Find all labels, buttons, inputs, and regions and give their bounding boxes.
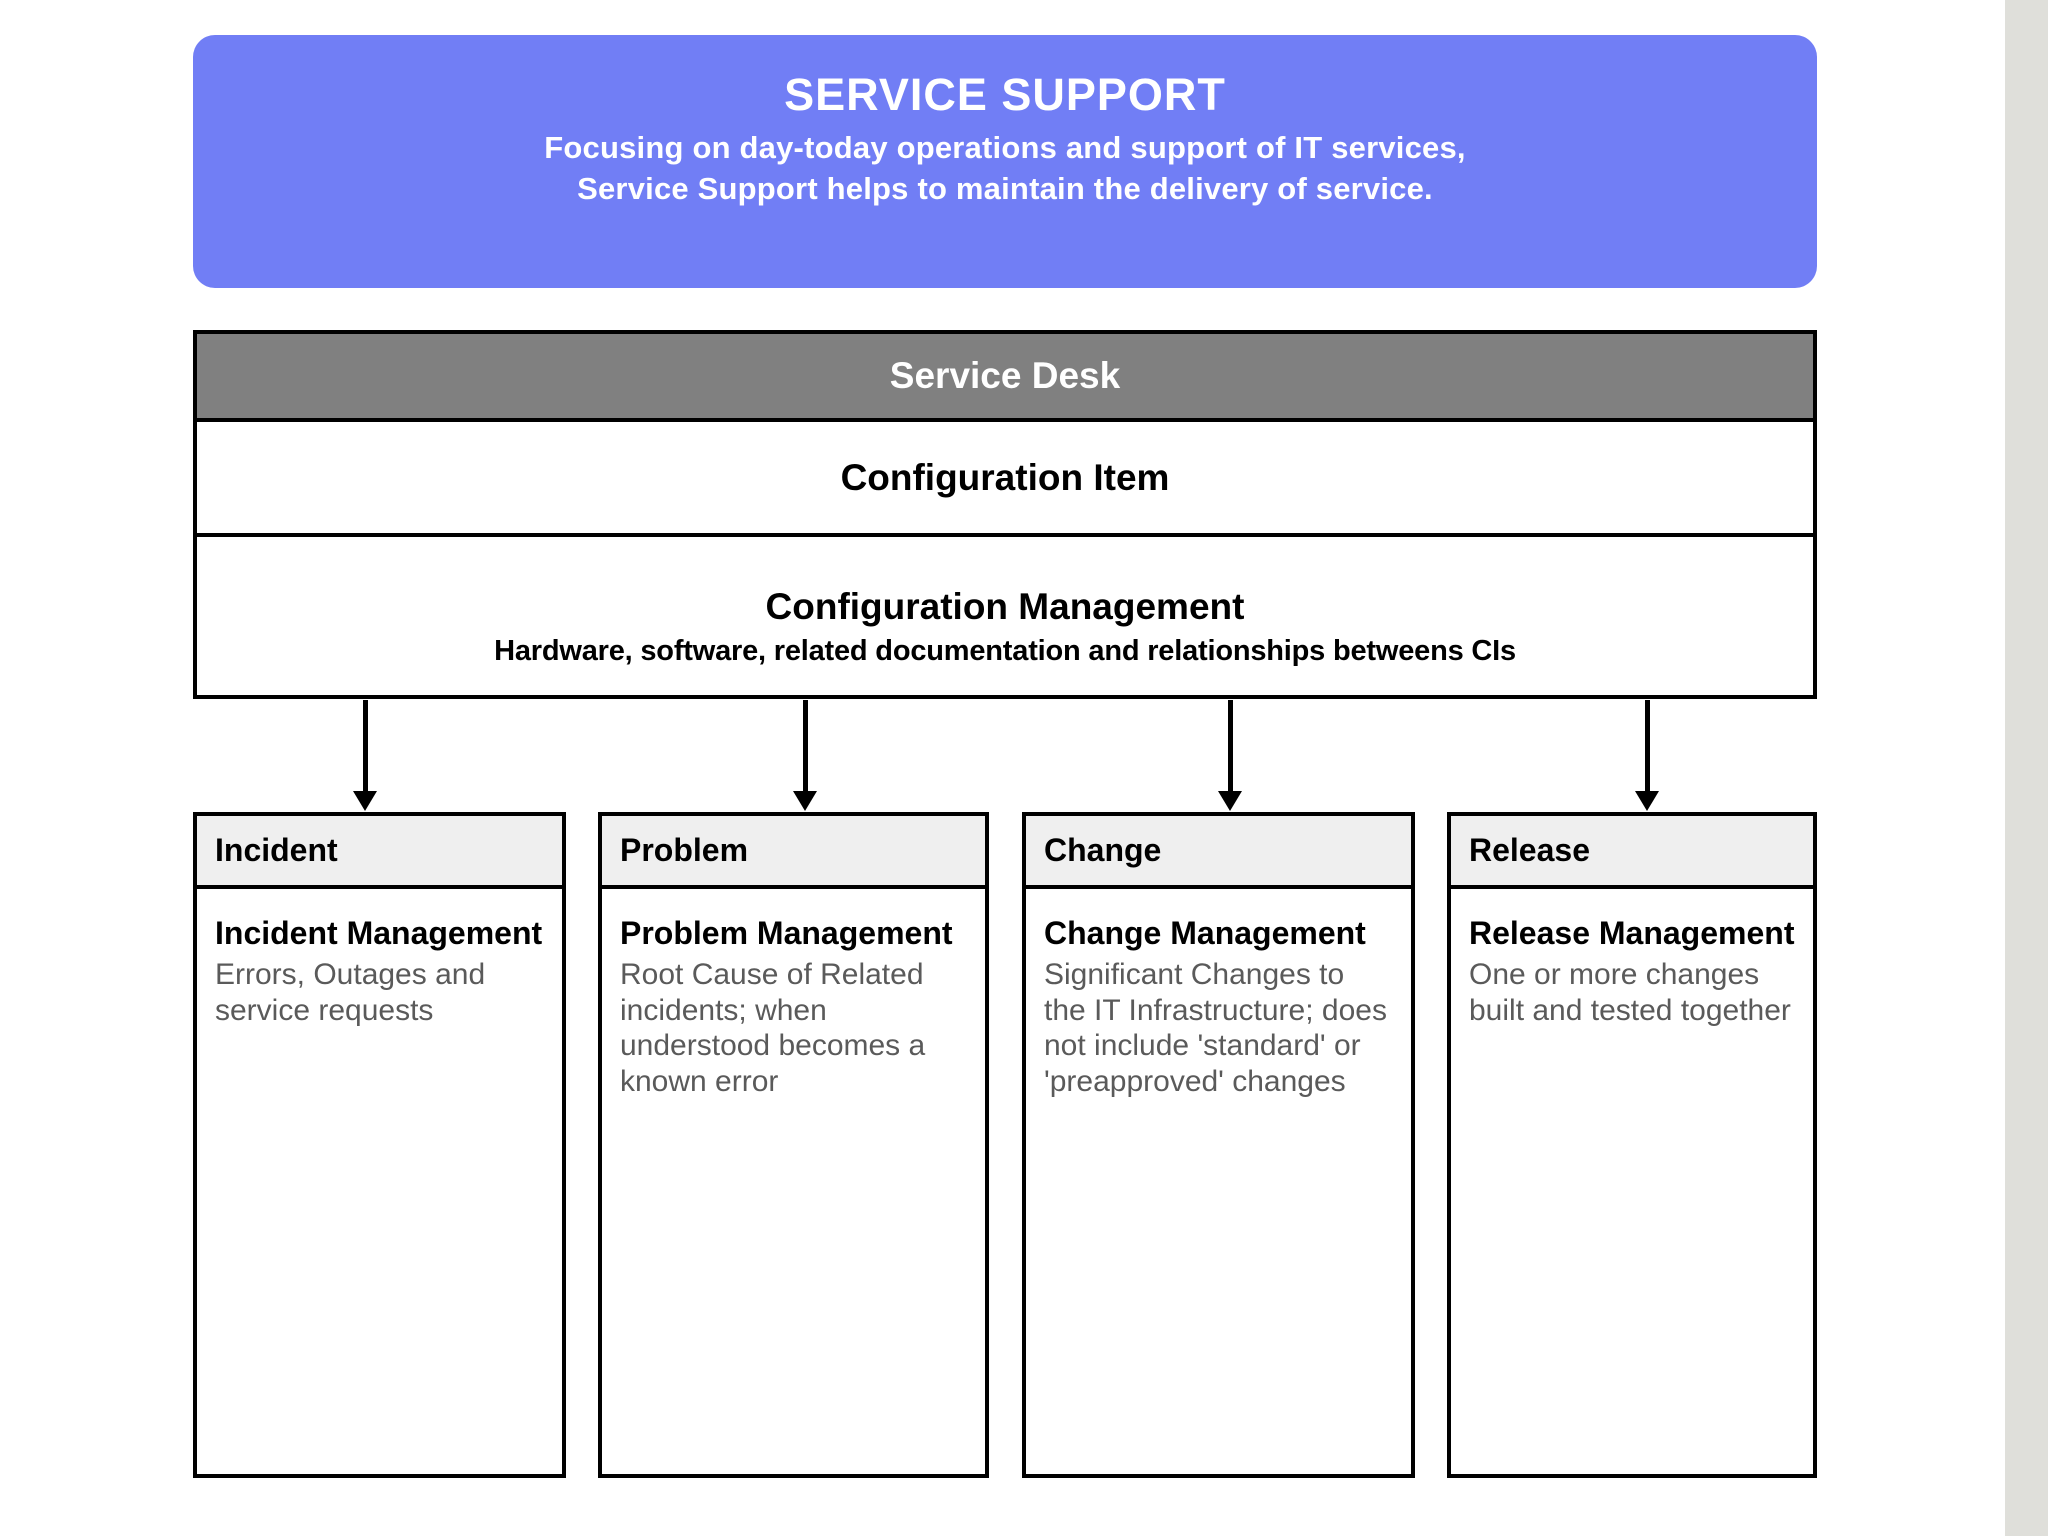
column-body-incident: Incident Management Errors, Outages and …: [197, 889, 562, 1474]
arrowhead-change: [1218, 791, 1242, 811]
connector-line-change: [1228, 700, 1233, 794]
configuration-item-label: Configuration Item: [840, 456, 1170, 498]
column-header-change: Change: [1026, 816, 1411, 889]
column-description-incident: Errors, Outages and service requests: [215, 958, 486, 1027]
page-edge-strip: [2005, 0, 2048, 1536]
column-release: Release Release Management One or more c…: [1447, 812, 1817, 1478]
diagram-canvas: SERVICE SUPPORT Focusing on day-today op…: [193, 35, 1817, 1478]
column-description-change: Significant Changes to the IT Infrastruc…: [1044, 958, 1387, 1099]
column-incident: Incident Incident Management Errors, Out…: [193, 812, 566, 1478]
configuration-item-row: Configuration Item: [197, 422, 1813, 537]
column-title-change: Change Management: [1044, 915, 1366, 951]
column-description-release: One or more changes built and tested tog…: [1469, 958, 1791, 1027]
banner-title: SERVICE SUPPORT: [784, 69, 1226, 120]
banner-subtitle-line-2: Service Support helps to maintain the de…: [577, 171, 1433, 207]
arrowhead-problem: [793, 791, 817, 811]
column-body-problem: Problem Management Root Cause of Related…: [602, 889, 985, 1474]
column-title-release: Release Management: [1469, 915, 1795, 951]
arrowhead-incident: [353, 791, 377, 811]
column-body-release: Release Management One or more changes b…: [1451, 889, 1813, 1474]
column-header-label: Release: [1469, 832, 1590, 868]
arrowhead-release: [1635, 791, 1659, 811]
configuration-management-title: Configuration Management: [765, 586, 1245, 628]
configuration-management-row: Configuration Management Hardware, softw…: [197, 537, 1813, 695]
connector-line-incident: [363, 700, 368, 794]
connector-line-problem: [803, 700, 808, 794]
service-support-banner: SERVICE SUPPORT Focusing on day-today op…: [193, 35, 1817, 288]
column-problem: Problem Problem Management Root Cause of…: [598, 812, 989, 1478]
banner-subtitle-line-1: Focusing on day-today operations and sup…: [544, 130, 1466, 166]
column-title-problem: Problem Management: [620, 915, 953, 951]
column-title-incident: Incident Management: [215, 915, 543, 951]
service-desk-label: Service Desk: [889, 355, 1121, 396]
column-header-label: Problem: [620, 832, 749, 868]
service-desk-row: Service Desk: [197, 334, 1813, 422]
column-header-problem: Problem: [602, 816, 985, 889]
configuration-management-subtitle: Hardware, software, related documentatio…: [494, 635, 1516, 668]
column-header-label: Change: [1044, 832, 1162, 868]
connector-line-release: [1645, 700, 1650, 794]
column-body-change: Change Management Significant Changes to…: [1026, 889, 1411, 1474]
column-header-release: Release: [1451, 816, 1813, 889]
column-header-label: Incident: [215, 832, 338, 868]
column-header-incident: Incident: [197, 816, 562, 889]
column-description-problem: Root Cause of Related incidents; when un…: [620, 958, 926, 1099]
column-change: Change Change Management Significant Cha…: [1022, 812, 1415, 1478]
service-desk-stack: Service Desk Configuration Item Configur…: [193, 330, 1817, 699]
